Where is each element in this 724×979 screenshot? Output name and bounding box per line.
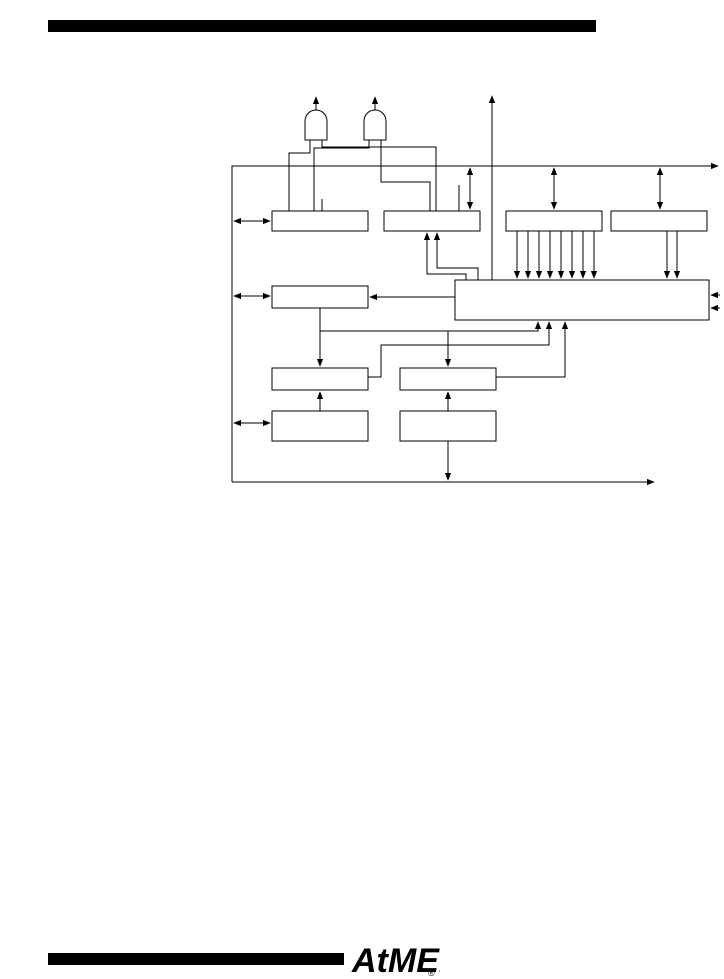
counter-a-output [368, 321, 553, 378]
atmel-logo: AtMEL ® [351, 942, 440, 978]
timer-register-b [383, 210, 481, 232]
data-bus [231, 162, 719, 486]
port-b-signals [663, 231, 681, 279]
control-register-outputs [316, 308, 542, 367]
svg-text:®: ® [428, 968, 435, 978]
control-to-timer-b [423, 232, 479, 280]
footer-rule [48, 953, 344, 965]
and-gate-left [304, 96, 328, 141]
prescaler-b [399, 410, 497, 442]
header-rule [48, 20, 596, 32]
counter-b-output [496, 321, 569, 378]
control-register [271, 285, 369, 309]
svg-text:AtMEL: AtMEL [351, 942, 440, 978]
counter-a [271, 367, 369, 391]
prescaler-a [271, 410, 369, 442]
gate-wiring [288, 140, 460, 211]
counter-b [399, 367, 497, 391]
port-register-a [505, 210, 603, 232]
port-register-b [610, 210, 708, 232]
timer-register-a [271, 210, 369, 232]
port-a-signals [513, 231, 598, 279]
control-logic [454, 279, 710, 321]
and-gate-right [363, 96, 387, 141]
